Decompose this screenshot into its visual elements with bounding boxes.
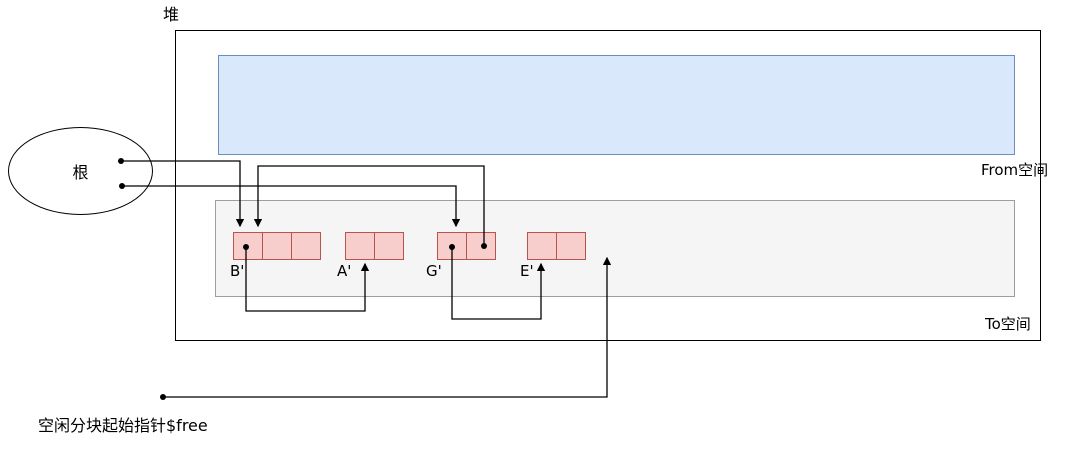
from-space-rect (218, 55, 1015, 155)
from-space-label: From空间 (981, 161, 1049, 179)
free-pointer-label: 空闲分块起始指针$free (38, 416, 208, 435)
block-e-label: E' (520, 262, 534, 280)
memory-cell (233, 232, 263, 260)
block-b (233, 232, 321, 260)
block-g-label: G' (426, 262, 442, 280)
memory-cell (262, 232, 292, 260)
heap-title: 堆 (163, 5, 180, 24)
memory-cell (345, 232, 375, 260)
block-a (345, 232, 404, 260)
memory-cell (437, 232, 467, 260)
memory-cell (556, 232, 586, 260)
root-label: 根 (72, 163, 89, 182)
memory-cell (466, 232, 496, 260)
memory-cell (527, 232, 557, 260)
memory-cell (374, 232, 404, 260)
block-g (437, 232, 496, 260)
root-node: 根 (8, 127, 153, 215)
block-e (527, 232, 586, 260)
free-pointer-dot (160, 394, 166, 400)
block-b-label: B' (230, 262, 245, 280)
block-a-label: A' (337, 262, 352, 280)
to-space-label: To空间 (985, 315, 1031, 333)
memory-cell (291, 232, 321, 260)
to-space-rect (215, 200, 1015, 297)
